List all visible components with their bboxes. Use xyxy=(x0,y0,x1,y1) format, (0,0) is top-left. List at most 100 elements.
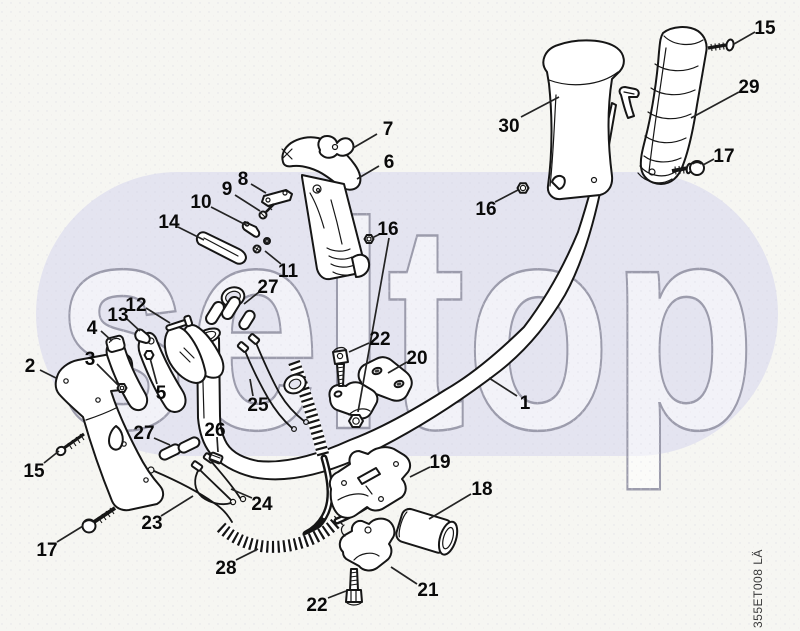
nut-16-drawing xyxy=(363,234,375,244)
part-label-handlebar-clamp: 20 xyxy=(406,348,427,369)
leader-line-screw-22-lower xyxy=(327,590,347,599)
leader-line-grip-shell-ribbed xyxy=(690,91,740,119)
part-label-grip-housing: 2 xyxy=(25,356,36,377)
leader-line-contact-plate xyxy=(250,183,267,194)
cover-strip-drawing xyxy=(195,231,247,265)
part-label-grip-shell-ribbed: 29 xyxy=(738,77,759,98)
part-label-screw-22-lower: 22 xyxy=(306,595,327,616)
leader-line-screw-15-right xyxy=(733,31,756,45)
part-label-screw-17-right: 17 xyxy=(713,146,734,167)
screws-11-drawing xyxy=(252,237,271,254)
part-label-wing-knob: 7 xyxy=(383,119,394,140)
leader-line-screws-11 xyxy=(264,250,282,265)
wires-25-drawing xyxy=(236,333,310,433)
part-label-coiled-wrap: 28 xyxy=(215,558,236,579)
caps-27-lower-drawing xyxy=(158,436,201,461)
diagram-code: 355ET008 LÄ xyxy=(751,549,765,628)
part-label-throttle-lever: 3 xyxy=(85,349,96,370)
leader-line-bushing-18 xyxy=(428,493,472,520)
grip-shell-ribbed-drawing xyxy=(637,26,708,185)
part-label-nut-16: 16 xyxy=(377,219,398,240)
wing-knob-drawing xyxy=(317,135,355,159)
part-label-screw-17-left: 17 xyxy=(36,540,57,561)
leader-line-coiled-wrap xyxy=(235,548,259,561)
leader-line-wing-knob xyxy=(352,133,378,149)
part-label-throttle-cable: 23 xyxy=(141,513,162,534)
part-label-cover-strip: 14 xyxy=(158,212,180,233)
clamp-bracket-drawing xyxy=(328,446,412,519)
leader-line-wires-25 xyxy=(249,378,254,397)
leader-line-grip-housing xyxy=(39,369,57,379)
part-label-throttle-trigger: 5 xyxy=(156,383,167,404)
leader-line-detent-13 xyxy=(126,318,141,332)
cable-coil-upper xyxy=(288,359,334,538)
screw-17-left-drawing xyxy=(81,506,117,534)
part-label-detent-13: 13 xyxy=(107,305,128,326)
leader-line-pin-10 xyxy=(210,206,249,227)
interlock-lever-drawing xyxy=(163,324,225,384)
bushing-18-drawing xyxy=(395,507,459,556)
grip-housing-drawing xyxy=(54,351,165,512)
leader-line-nut-16 xyxy=(357,237,390,413)
leader-line-pin-12 xyxy=(145,307,171,324)
coil-grommet-ring xyxy=(283,373,307,395)
leader-line-clamp-lower xyxy=(390,566,418,585)
part-label-pin-10: 10 xyxy=(190,192,211,213)
caps-27-upper-drawing xyxy=(205,295,256,331)
nut-16-clamp-drawing xyxy=(348,414,364,428)
part-label-nut-16-grip: 16 xyxy=(475,199,496,220)
leader-line-clamp-bracket xyxy=(409,466,431,478)
screw-9-drawing xyxy=(258,203,275,220)
housing-foot xyxy=(351,253,371,278)
leader-line-screw-15-left xyxy=(43,450,60,464)
leader-line-nut-16 xyxy=(371,233,381,239)
part-label-grip-shell: 30 xyxy=(498,116,519,137)
handlebar-clamp-drawing xyxy=(328,356,413,428)
leader-line-switch-housing xyxy=(356,165,380,180)
leader-line-grip-shell xyxy=(520,96,560,118)
screw-22-upper-drawing xyxy=(332,346,349,387)
part-label-wiring-harness: 24 xyxy=(251,494,273,515)
part-label-screw-9: 9 xyxy=(222,179,233,200)
grip-shell-drawing xyxy=(542,39,625,201)
screw-22-lower-drawing xyxy=(345,568,363,606)
switch-housing-drawing xyxy=(281,136,371,281)
part-label-connector-26: 26 xyxy=(204,420,225,441)
part-label-bushing-18: 18 xyxy=(471,479,492,500)
screw-15-left-drawing xyxy=(55,432,85,457)
part-label-pin-12: 12 xyxy=(125,295,146,316)
leader-line-handlebar-clamp xyxy=(387,361,408,374)
contact-plate-drawing xyxy=(261,189,293,207)
part-label-clamp-bracket: 19 xyxy=(429,452,450,473)
part-label-screw-15-left: 15 xyxy=(23,461,45,482)
leader-line-screw-9 xyxy=(234,194,261,212)
leader-line-cover-strip xyxy=(177,226,205,241)
pin-12-drawing xyxy=(165,314,194,332)
leader-line-screw-22-upper xyxy=(348,342,370,353)
part-label-switch-housing: 6 xyxy=(384,152,395,173)
leader-line-handlebar-tube xyxy=(488,377,518,397)
screw-15-right-drawing xyxy=(707,38,735,52)
part-label-caps-27-upper: 27 xyxy=(257,277,278,298)
part-label-screw-15-right: 15 xyxy=(754,18,776,39)
nut-16-grip-drawing xyxy=(516,182,530,194)
part-label-clamp-lower: 21 xyxy=(417,580,439,601)
part-label-plug-4: 4 xyxy=(87,318,98,339)
leader-line-throttle-cable xyxy=(160,495,194,517)
connector-26-drawing xyxy=(208,451,224,465)
throttle-trigger-drawing xyxy=(137,331,187,413)
leader-line-screw-17-left xyxy=(56,525,84,543)
leader-line-nut-16-grip xyxy=(494,189,519,203)
leader-line-screw-17-right xyxy=(702,158,715,166)
leader-line-plug-4 xyxy=(100,330,113,342)
wiring-harness-drawing xyxy=(190,451,247,506)
leader-line-throttle-trigger xyxy=(149,357,158,385)
leader-line-caps-27-lower xyxy=(153,437,171,446)
part-label-handlebar-tube: 1 xyxy=(520,393,531,414)
leader-line-caps-27-upper xyxy=(243,291,260,305)
part-label-wires-25: 25 xyxy=(247,395,269,416)
part-label-screws-11: 11 xyxy=(278,261,299,282)
part-label-caps-27-lower: 27 xyxy=(133,423,154,444)
